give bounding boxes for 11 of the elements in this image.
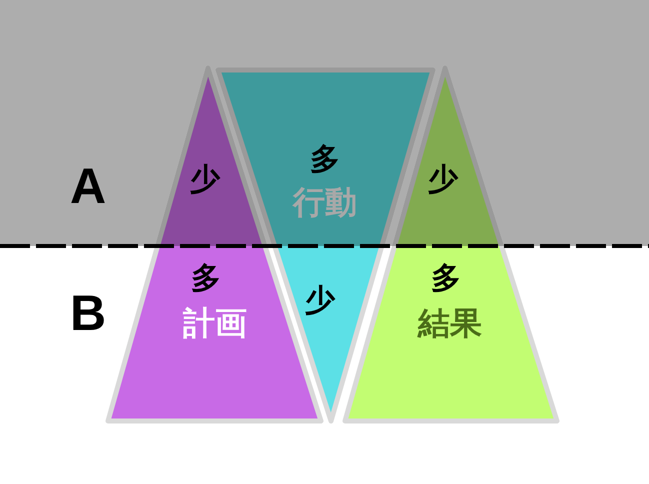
stage-label: 計画 — [183, 307, 247, 339]
handwritten-note: 少 — [190, 165, 220, 195]
handwritten-note: 多 — [191, 264, 221, 294]
stage-label: 行動 — [293, 186, 357, 218]
handwritten-note: 多 — [431, 264, 461, 294]
row-label: A — [70, 161, 106, 211]
row-label: B — [70, 288, 106, 338]
stage-label: 結果 — [418, 307, 482, 339]
handwritten-note: 少 — [428, 165, 458, 195]
handwritten-note: 少 — [305, 286, 335, 316]
handwritten-note: 多 — [310, 145, 340, 175]
